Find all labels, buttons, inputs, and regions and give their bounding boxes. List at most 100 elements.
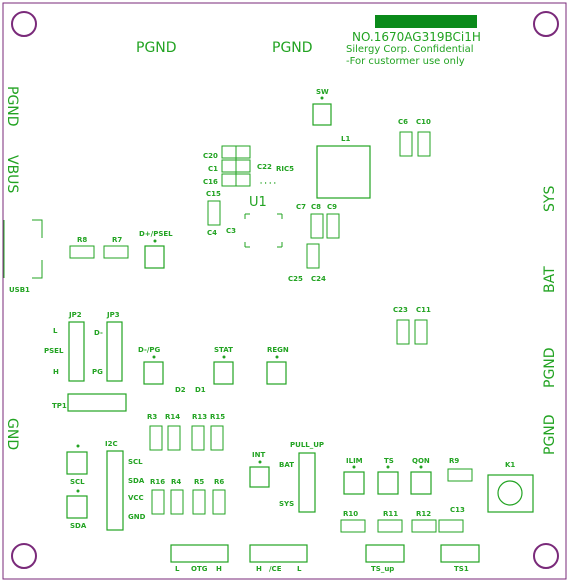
usb1-label: USB1 (9, 286, 30, 294)
c24-label: C24 (311, 275, 326, 283)
dp-psel-pin1-dot (153, 239, 157, 243)
mounting-hole-top-right (533, 11, 559, 37)
sw-testpoint (312, 103, 332, 126)
scl-pin1-dot (76, 444, 80, 448)
ts-pin1-dot (386, 465, 390, 469)
c13-label: C13 (450, 506, 465, 514)
ce-label: /CE (269, 565, 282, 573)
k1-button-actuator (497, 480, 523, 506)
otg-h-label: H (216, 565, 222, 573)
ce-l-label: L (297, 565, 302, 573)
c8-footprint (310, 213, 324, 239)
ts1-label: TS1 (454, 565, 469, 573)
dm-pg-pin1-dot (152, 355, 156, 359)
pgnd-top-right-label: PGND (272, 40, 313, 56)
regn-pin1-dot (275, 355, 279, 359)
i2c-gnd-pin: GND (128, 513, 146, 521)
pull-up-header (298, 452, 316, 513)
dp-psel-testpoint (144, 245, 165, 269)
r4-footprint (170, 489, 184, 515)
r7-label: R7 (112, 236, 122, 244)
r15-top-label: RIC5 (276, 165, 294, 173)
c11-footprint (414, 319, 428, 345)
c4-footprint (207, 200, 221, 226)
otg-header (170, 544, 229, 563)
k1-button-outline (487, 474, 534, 513)
regn-testpoint (266, 361, 287, 385)
i2c-label: I2C (105, 440, 118, 448)
ts1-header (440, 544, 480, 563)
c20-label: C20 (203, 152, 218, 160)
vbus-label: VBUS (4, 155, 20, 193)
mounting-hole-bottom-left (11, 543, 37, 569)
pull-up-bat-pin: BAT (279, 461, 294, 469)
c23-label: C23 (393, 306, 408, 314)
ilim-label: ILIM (346, 457, 363, 465)
otg-label: OTG (191, 565, 208, 573)
c7-label: C7 (296, 203, 306, 211)
c6-label: C6 (398, 118, 408, 126)
confidential-line-1: Silergy Corp. Confidential (346, 44, 474, 55)
pull-up-label: PULL_UP (290, 441, 324, 449)
r15-label: R15 (210, 413, 225, 421)
i2c-scl-pin: SCL (128, 458, 143, 466)
d2-label: D2 (175, 386, 186, 394)
qon-testpoint (410, 471, 432, 495)
sda-testpoint (66, 495, 88, 519)
jp3-label: JP3 (106, 311, 120, 319)
c8-label: C8 (311, 203, 321, 211)
ts-up-label: TS_up (371, 565, 394, 573)
sw-label: SW (316, 88, 329, 96)
pgnd-left-label: PGND (4, 86, 20, 127)
jp2-psel-label: PSEL (44, 347, 64, 355)
l1-label: L1 (341, 135, 350, 143)
dm-pg-testpoint (143, 361, 164, 385)
sw-pin1-dot (320, 96, 324, 100)
c24-footprint (306, 243, 320, 269)
r10-label: R10 (343, 510, 358, 518)
pgnd-right-upper-label: PGND (542, 347, 558, 388)
pgnd-right-lower-label: PGND (542, 414, 558, 455)
stat-label: STAT (214, 346, 233, 354)
c10-footprint (417, 131, 431, 157)
gnd-label: GND (4, 418, 20, 450)
r5-footprint (192, 489, 206, 515)
jp3-dm-label: D- (94, 329, 103, 337)
k1-label: K1 (505, 461, 515, 469)
r13-label: R13 (192, 413, 207, 421)
qon-label: QON (412, 457, 430, 465)
ts-testpoint (377, 471, 399, 495)
usb1-connector (3, 219, 43, 279)
r8-footprint (69, 245, 95, 259)
c22-label: C22 (257, 163, 272, 171)
r4-label: R4 (171, 478, 181, 486)
r11-label: R11 (383, 510, 398, 518)
r3-label: R3 (147, 413, 157, 421)
u1-outline (244, 213, 283, 248)
i2c-header (106, 450, 124, 531)
c9-label: C9 (327, 203, 337, 211)
scl-testpoint (66, 451, 88, 475)
dp-psel-label: D+/PSEL (139, 230, 173, 238)
c15-label: C15 (206, 190, 221, 198)
r3-footprint (149, 425, 163, 451)
r11-footprint (377, 519, 403, 533)
jp3-pg-label: PG (92, 368, 103, 376)
stat-pin1-dot (222, 355, 226, 359)
int-pin1-dot (258, 460, 262, 464)
ilim-pin1-dot (352, 465, 356, 469)
c16-label: C16 (203, 178, 218, 186)
l1-inductor (316, 145, 371, 199)
ce-header (249, 544, 308, 563)
int-label: INT (252, 451, 265, 459)
i2c-vcc-pin: VCC (128, 494, 144, 502)
c3-label: C3 (226, 227, 236, 235)
qon-pin1-dot (419, 465, 423, 469)
jp2-h-label: H (53, 368, 59, 376)
tp1-header (67, 393, 127, 412)
r7-footprint (103, 245, 129, 259)
ts-label: TS (384, 457, 394, 465)
sda-label: SDA (70, 522, 87, 530)
r12-label: R12 (416, 510, 431, 518)
